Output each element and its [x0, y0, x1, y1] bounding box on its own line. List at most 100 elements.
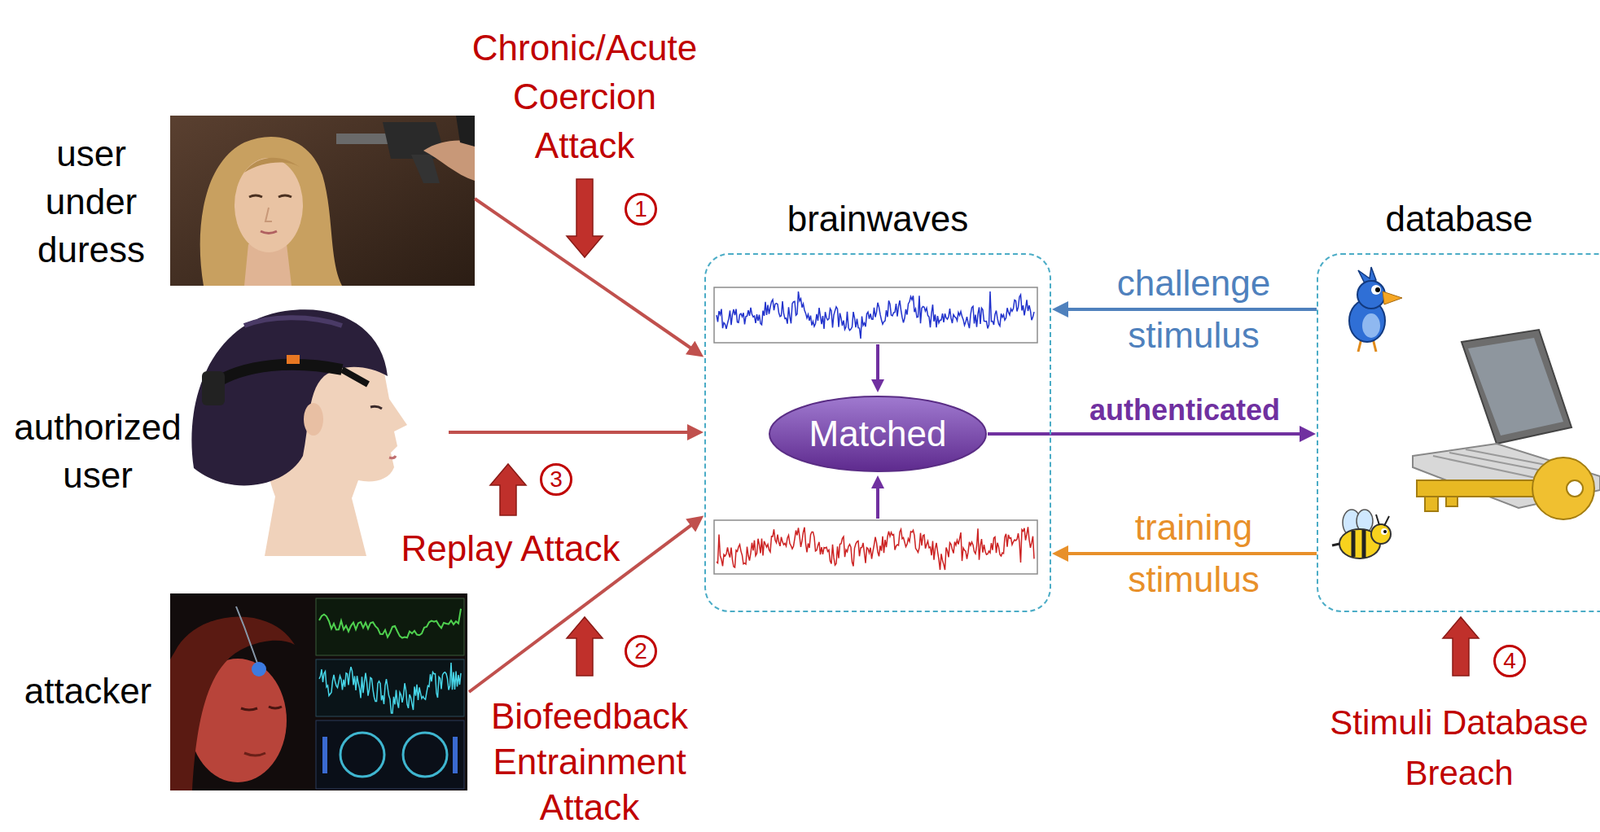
duress-photo: [336, 133, 394, 145]
headset-user-figure: [244, 317, 342, 326]
duress-photo: [170, 115, 475, 286]
attacker-photo: [170, 593, 468, 791]
headset-user-figure: [303, 403, 324, 436]
attacker-photo: [340, 732, 385, 777]
bird-icon: [1357, 280, 1386, 309]
attack-label: Chronic/Acute Coercion Attack: [462, 23, 707, 171]
duress-photo: [234, 157, 303, 253]
bird-icon: [1371, 284, 1381, 295]
duress-photo: [423, 140, 475, 181]
headset-user-figure: [191, 309, 388, 486]
flow-arrow: [987, 432, 1308, 436]
edge-label: authenticated: [1089, 392, 1280, 429]
flow-arrow: [448, 430, 696, 434]
attacker-photo: [170, 616, 295, 791]
bird-icon: [1349, 267, 1403, 352]
bee-icon: [1332, 543, 1340, 546]
group-heading: brainwaves: [787, 197, 969, 241]
bee-icon: [1380, 528, 1388, 535]
duress-photo: [244, 157, 300, 173]
laptop-key-icon: [1461, 329, 1572, 444]
edge-label: training stimulus: [1104, 501, 1284, 606]
waveform-panel: [714, 287, 1038, 343]
flow-arrow: [1060, 307, 1317, 312]
attack-label: Replay Attack: [400, 527, 620, 570]
headset-user-figure: [201, 371, 225, 406]
waveform-panel: [716, 526, 1035, 570]
bee-icon: [1332, 509, 1391, 559]
attacker-photo: [170, 593, 468, 791]
attacker-photo: [319, 662, 461, 714]
attack-arrow: [1442, 617, 1479, 676]
headset-user-figure: [191, 309, 408, 557]
person-label: authorized user: [13, 403, 181, 500]
attacker-photo: [241, 706, 282, 711]
duress-photo: [265, 207, 272, 222]
match-arrow: [876, 482, 880, 519]
attack-arrow: [566, 617, 603, 676]
flow-arrow: [474, 198, 697, 353]
attacker-photo: [315, 720, 465, 790]
bee-icon: [1353, 530, 1364, 558]
attack-arrow: [490, 179, 1479, 676]
callout-number: 2: [624, 635, 658, 668]
attacker-photo: [251, 661, 267, 677]
bee-icon: [1376, 514, 1390, 527]
attacker-photo: [319, 609, 461, 639]
headset-user-figure: [370, 406, 382, 409]
laptop-key-icon: [1416, 480, 1539, 497]
headset-user-figure: [389, 455, 396, 459]
headset-user-figure: [213, 364, 342, 385]
signal-group-box: Matchedbrainwaves: [704, 253, 1052, 613]
attack-arrow: [566, 179, 603, 258]
flow-arrow: [1060, 552, 1317, 556]
bee-icon: [1371, 524, 1391, 544]
match-ellipse: Matched: [767, 394, 988, 474]
attacker-photo: [236, 606, 259, 668]
laptop-key-icon: [1468, 337, 1564, 436]
bird-icon: [1362, 313, 1381, 338]
person-node: authorized user: [4, 306, 449, 557]
laptop-key-icon: [1424, 496, 1438, 512]
callout-number: 1: [624, 192, 658, 226]
store-group-box: database: [1316, 253, 1600, 613]
ellipse-shape: [769, 396, 987, 472]
laptop-key-icon: [1446, 496, 1458, 507]
attacker-photo: [315, 659, 465, 717]
waveform-panel: [714, 520, 1038, 575]
attacker-photo: [452, 736, 458, 774]
bird-icon: [1382, 291, 1403, 305]
attacker-photo: [315, 598, 465, 656]
headset-user-figure: [286, 355, 300, 364]
laptop-key-icon: [1532, 457, 1595, 520]
duress-photo: [260, 231, 277, 234]
attack-arrow: [490, 464, 527, 516]
attacker-photo: [322, 736, 328, 774]
callout-number: 4: [1493, 644, 1526, 678]
waveform-panel: [716, 291, 1035, 339]
person-node: attacker: [4, 593, 470, 791]
callout-number: 3: [539, 463, 573, 496]
duress-photo: [249, 195, 292, 198]
match-arrow: [876, 344, 880, 386]
attacker-photo: [244, 753, 266, 756]
person-node: user under duress: [4, 115, 475, 286]
attack-label: Stimuli Database Breach: [1324, 697, 1594, 799]
edge-label: challenge stimulus: [1104, 257, 1284, 362]
person-label: attacker: [24, 666, 153, 715]
duress-photo: [455, 115, 475, 147]
person-label: user under duress: [37, 129, 145, 274]
headset-user-figure: [341, 369, 369, 385]
group-heading: database: [1385, 197, 1533, 241]
bee-icon: [1383, 530, 1387, 534]
duress-photo: [170, 115, 475, 286]
laptop-key-icon: [1566, 480, 1583, 497]
duress-photo: [411, 154, 440, 184]
waveform-panel: [714, 287, 1038, 575]
duress-photo: [200, 136, 342, 286]
attack-label: Biofeedback Entrainment Attack: [467, 693, 712, 831]
bird-icon: [1375, 287, 1381, 293]
